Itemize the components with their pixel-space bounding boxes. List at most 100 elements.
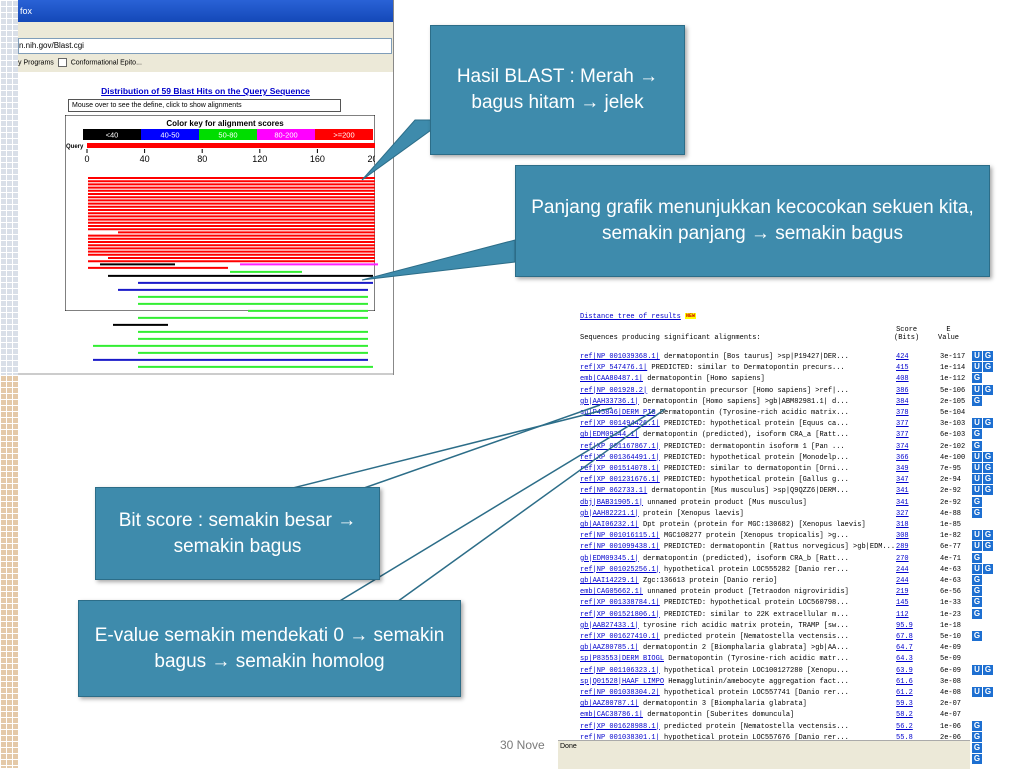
gene-icon[interactable]: G <box>983 463 993 473</box>
gene-icon[interactable]: G <box>983 351 993 361</box>
unigene-gene-links[interactable]: G <box>972 575 983 585</box>
accession-link[interactable]: gb|EDM09344.1| <box>580 431 639 440</box>
bit-score-link[interactable]: 61.2 <box>896 689 913 697</box>
bit-score-link[interactable]: 415 <box>896 364 909 373</box>
accession-link[interactable]: gb|AAB27433.1| <box>580 621 639 630</box>
gene-icon[interactable]: G <box>972 575 982 585</box>
accession-link[interactable]: emb|CAG05662.1| <box>580 588 644 597</box>
bit-score-link[interactable]: 424 <box>896 353 909 361</box>
accession-link[interactable]: ref|XP 001231676.1| <box>580 476 660 485</box>
accession-link[interactable]: ref|XP 001627410.1| <box>580 633 660 641</box>
unigene-gene-links[interactable]: G <box>972 754 983 765</box>
bit-score-link[interactable]: 61.6 <box>896 677 913 686</box>
bit-score-link[interactable]: 219 <box>896 588 909 597</box>
accession-link[interactable]: gb|AAI06232.1| <box>580 521 639 529</box>
blast-hits[interactable] <box>18 72 393 372</box>
gene-icon[interactable]: G <box>972 754 982 765</box>
unigene-gene-links[interactable]: G <box>972 395 983 406</box>
unigene-gene-links[interactable]: G <box>972 496 983 507</box>
accession-link[interactable]: ref|XP 001494426.1| <box>580 420 660 429</box>
gene-icon[interactable]: G <box>972 496 982 507</box>
unigene-gene-links[interactable]: G <box>972 631 983 641</box>
bit-score-link[interactable]: 341 <box>896 498 909 507</box>
bit-score-link[interactable]: 244 <box>896 565 909 574</box>
accession-link[interactable]: ref|XP 001628988.1| <box>580 722 660 731</box>
bit-score-link[interactable]: 386 <box>896 386 909 395</box>
accession-link[interactable]: sp|P83553|DERM BIOGL <box>580 655 665 664</box>
unigene-icon[interactable]: U <box>972 451 982 462</box>
accession-link[interactable]: ref|NP 001039368.1| <box>580 353 660 361</box>
distance-tree-link[interactable]: Distance tree of results <box>580 313 681 321</box>
bit-score-link[interactable]: 374 <box>896 442 909 451</box>
unigene-icon[interactable]: U <box>972 474 982 485</box>
gene-icon[interactable]: G <box>983 451 993 462</box>
gene-icon[interactable]: G <box>972 586 982 597</box>
gene-icon[interactable]: G <box>972 552 982 563</box>
accession-link[interactable]: ref|XP 001167867.1| <box>580 442 660 451</box>
bit-score-link[interactable]: 95.9 <box>896 621 913 630</box>
bit-score-link[interactable]: 341 <box>896 487 909 496</box>
gene-icon[interactable]: G <box>972 608 982 619</box>
bit-score-link[interactable]: 408 <box>896 375 909 384</box>
accession-link[interactable]: ref|NP 062733.1| <box>580 487 648 496</box>
gene-icon[interactable]: G <box>983 362 993 373</box>
gene-icon[interactable]: G <box>983 474 993 485</box>
accession-link[interactable]: ref|XP 547476.1| <box>580 364 648 373</box>
gene-icon[interactable]: G <box>983 418 993 429</box>
accession-link[interactable]: ref|NP 001016115.1| <box>580 532 660 541</box>
accession-link[interactable]: ref|XP 001338784.1| <box>580 599 660 608</box>
unigene-icon[interactable]: U <box>972 530 982 541</box>
accession-link[interactable]: ref|NP 001038304.2| <box>580 689 660 697</box>
unigene-gene-links[interactable]: G <box>972 373 983 384</box>
accession-link[interactable]: gb|AAZ80785.1| <box>580 644 639 653</box>
unigene-icon[interactable]: U <box>972 418 982 429</box>
bit-score-link[interactable]: 55.8 <box>896 733 913 742</box>
gene-icon[interactable]: G <box>983 563 993 574</box>
gene-icon[interactable]: G <box>972 631 982 641</box>
bit-score-link[interactable]: 145 <box>896 599 909 608</box>
bit-score-link[interactable]: 289 <box>896 543 909 552</box>
gene-icon[interactable]: G <box>983 687 993 697</box>
accession-link[interactable]: gb|AAI14229.1| <box>580 577 639 585</box>
bit-score-link[interactable]: 308 <box>896 532 909 541</box>
bit-score-link[interactable]: 67.8 <box>896 633 913 641</box>
unigene-gene-links[interactable]: G <box>972 440 983 451</box>
bit-score-link[interactable]: 270 <box>896 554 909 563</box>
unigene-icon[interactable]: U <box>972 687 982 697</box>
bit-score-link[interactable]: 377 <box>896 431 909 440</box>
gene-icon[interactable]: G <box>983 664 993 675</box>
unigene-gene-links[interactable]: G <box>972 743 983 753</box>
accession-link[interactable]: gb|AAH33736.1| <box>580 397 639 406</box>
gene-icon[interactable]: G <box>983 485 993 496</box>
bit-score-link[interactable]: 327 <box>896 509 909 518</box>
bit-score-link[interactable]: 59.3 <box>896 700 913 709</box>
gene-icon[interactable]: G <box>983 541 993 552</box>
unigene-gene-links[interactable]: G <box>972 720 983 731</box>
gene-icon[interactable]: G <box>972 507 982 518</box>
accession-link[interactable]: ref|XP 001364491.1| <box>580 453 660 462</box>
unigene-icon[interactable]: U <box>972 485 982 496</box>
bit-score-link[interactable]: 366 <box>896 453 909 462</box>
gene-icon[interactable]: G <box>972 743 982 753</box>
gene-icon[interactable]: G <box>972 395 982 406</box>
accession-link[interactable]: sp|P45846|DERM PIG <box>580 409 656 417</box>
accession-link[interactable]: gb|EDM09345.1| <box>580 554 639 563</box>
bit-score-link[interactable]: 58.2 <box>896 711 913 720</box>
accession-link[interactable]: ref|NP 001025256.1| <box>580 565 660 574</box>
unigene-icon[interactable]: U <box>972 463 982 473</box>
unigene-gene-links[interactable]: G <box>972 597 983 608</box>
unigene-gene-links[interactable]: G <box>972 552 983 563</box>
unigene-icon[interactable]: U <box>972 664 982 675</box>
gene-icon[interactable]: G <box>972 429 982 440</box>
accession-link[interactable]: ref|NP 001106323.1| <box>580 666 660 675</box>
